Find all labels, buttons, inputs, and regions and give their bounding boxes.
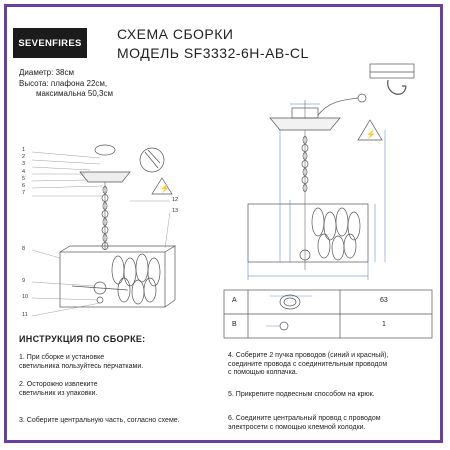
- part-number: 12: [172, 197, 179, 203]
- hook-icon: [387, 79, 407, 95]
- parts-table: [223, 289, 433, 339]
- part-number: 1: [22, 147, 26, 153]
- instruction-step-5: 5. Прикрепите подвесным способом на крюк…: [228, 391, 438, 400]
- hook-left: [94, 144, 116, 156]
- part-number: 4: [22, 168, 26, 175]
- part-number: 9: [22, 278, 26, 284]
- dimension-lines: [247, 103, 386, 280]
- hook-detail-box: [369, 63, 415, 79]
- chain-center: [301, 136, 309, 192]
- part-number: 10: [22, 294, 29, 300]
- part-number: 8: [22, 246, 26, 252]
- shade-ovals-center: [311, 207, 361, 261]
- warning-triangle-right: [357, 119, 383, 141]
- document-title: СХЕМА СБОРКИ: [117, 26, 234, 42]
- instruction-step-1: 1. При сборке и установке светильника по…: [19, 354, 219, 371]
- part-number: 6: [22, 183, 26, 190]
- shade-left: [59, 251, 166, 308]
- table-row-a-label: A: [232, 297, 237, 304]
- part-number: 7: [22, 190, 26, 197]
- svg-text:⚡: ⚡: [160, 183, 170, 193]
- step-text: 4. Соберите 2 пучка проводов (синий и кр…: [228, 352, 389, 376]
- brand-text: SEVENFIRES: [18, 37, 82, 49]
- step-text: 3. Соберите центральную часть, согласно …: [19, 417, 180, 424]
- part-number: 11: [22, 312, 28, 318]
- brand-logo: SEVENFIRES: [13, 28, 87, 58]
- step-text: 5. Прикрепите подвесным способом на крюк…: [228, 391, 375, 398]
- bulb-cluster-left: [93, 281, 107, 295]
- model-title: МОДЕЛЬ SF3332-6H-AB-CL: [117, 45, 309, 61]
- instruction-step-6: 6. Соедините центральный провод с провод…: [228, 415, 438, 432]
- table-row-a-qty: 63: [380, 297, 388, 304]
- step-text: 1. При сборке и установке светильника по…: [19, 354, 144, 370]
- spec-diameter: Диаметр: 38см: [19, 68, 74, 77]
- part-number: 13: [172, 208, 179, 214]
- instruction-step-2: 2. Осторожно извлеките светильник из упа…: [19, 381, 219, 398]
- warning-triangle-left: [151, 177, 173, 195]
- instructions-heading: ИНСТРУКЦИЯ ПО СБОРКЕ:: [19, 334, 146, 344]
- spec-height-max: максимальна 50,3см: [36, 89, 113, 98]
- instruction-step-3: 3. Соберите центральную часть, согласно …: [19, 417, 219, 426]
- part-numbers-left: 1 2 3 4 5 6 7: [22, 147, 25, 197]
- part-b-icon: [266, 321, 289, 331]
- detail-circle-left: [139, 147, 165, 173]
- canopy-center: [269, 117, 341, 131]
- chain-left: [101, 186, 109, 250]
- specs-block: Диаметр: 38см Высота: плафона 22см, макс…: [19, 68, 113, 100]
- table-row-b-label: B: [232, 321, 237, 328]
- bulb-center: [299, 249, 311, 261]
- spec-height: Высота: плафона 22см,: [19, 78, 108, 88]
- leader-lines-left: [31, 151, 171, 317]
- table-row-b-qty: 1: [382, 321, 386, 328]
- svg-text:⚡: ⚡: [366, 129, 376, 139]
- part-number: 2: [22, 154, 26, 161]
- part-number: 3: [22, 161, 26, 168]
- step-text: 6. Соедините центральный провод с провод…: [228, 415, 381, 431]
- part-a-ovals: [279, 294, 301, 310]
- part-number: 5: [22, 175, 26, 182]
- shade-center: [247, 203, 369, 263]
- instruction-step-4: 4. Соберите 2 пучка проводов (синий и кр…: [228, 352, 438, 378]
- step-text: 2. Осторожно извлеките светильник из упа…: [19, 381, 98, 397]
- shade-ovals-left: [111, 253, 161, 305]
- canopy-left: [79, 171, 131, 183]
